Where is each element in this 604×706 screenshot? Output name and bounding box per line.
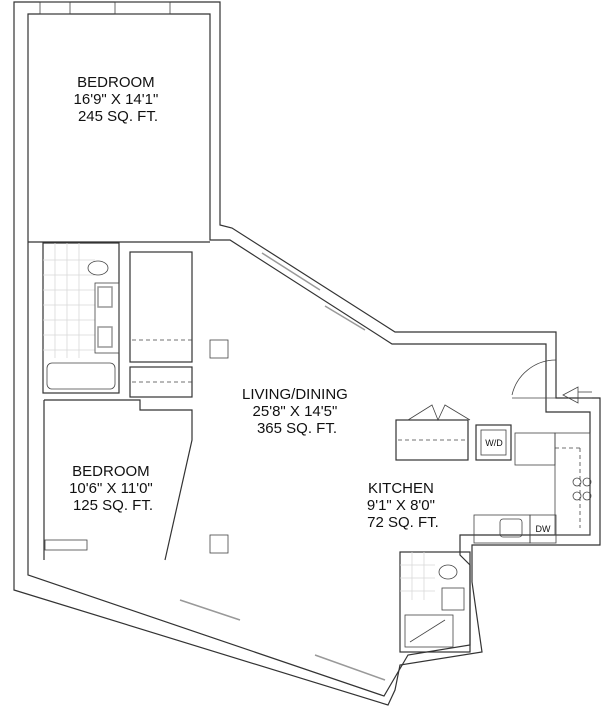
windows	[39, 1, 386, 681]
bedroom2-label: BEDROOM 10'6" X 11'0" 125 SQ. FT.	[69, 463, 157, 514]
washer-dryer-label: W/D	[485, 438, 503, 448]
living-dining-label: LIVING/DINING 25'8" X 14'5" 365 SQ. FT.	[242, 386, 352, 437]
entry-door-swing	[511, 359, 557, 396]
bedroom1-label: BEDROOM 16'9" X 14'1" 245 SQ. FT.	[74, 74, 163, 125]
bathroom-1	[42, 242, 120, 394]
bathroom-2	[399, 551, 471, 653]
column	[209, 339, 229, 359]
dishwasher-label: DW	[536, 524, 551, 534]
kitchen-label: KITCHEN 9'1" X 8'0" 72 SQ. FT.	[367, 480, 439, 531]
entry-arrow-icon	[562, 386, 592, 404]
column	[209, 534, 229, 554]
exterior-wall	[13, 1, 601, 706]
kitchen-area: W/D DW	[395, 359, 592, 544]
